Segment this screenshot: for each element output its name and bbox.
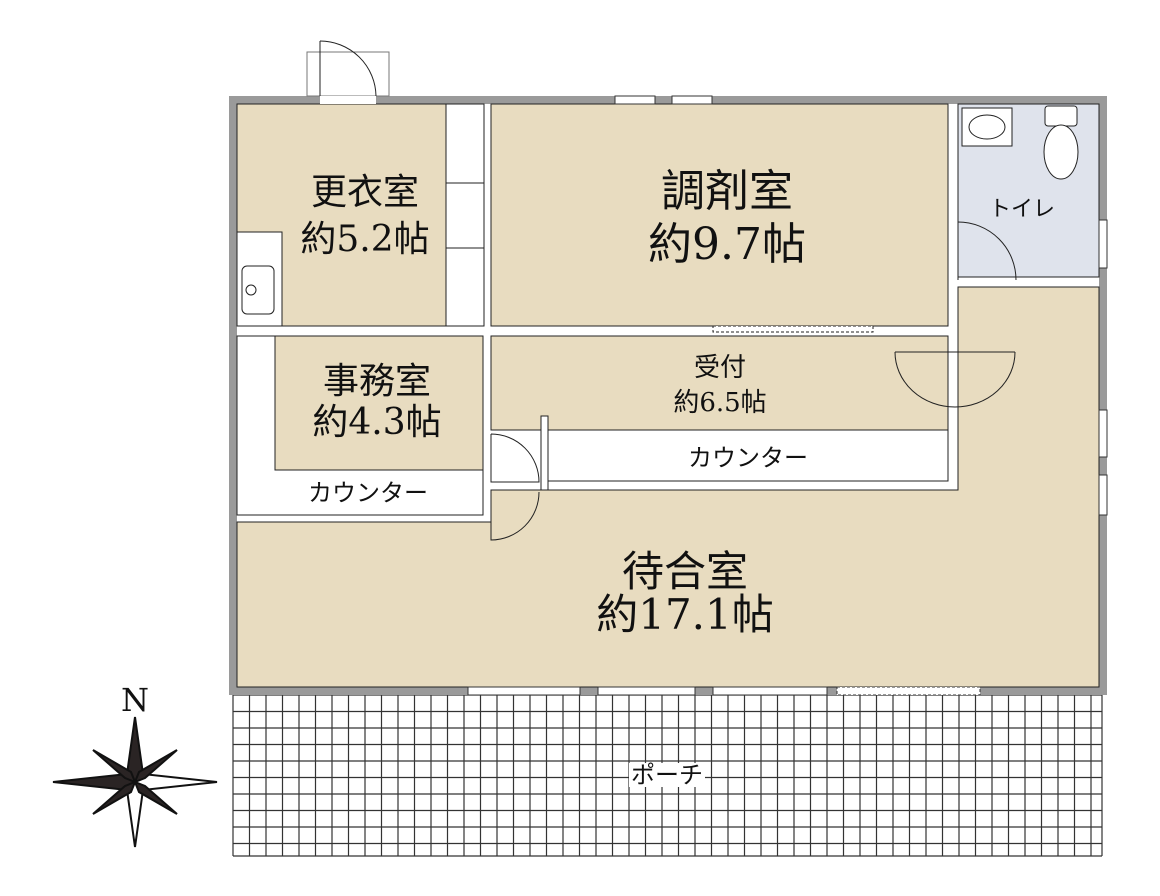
reception-counter [547, 429, 949, 482]
office-room [274, 335, 484, 471]
washbasin-icon [961, 107, 1013, 147]
reception-door [894, 351, 1016, 408]
toilet-icon [1043, 105, 1079, 180]
dispensary-room-size: 約9.7帖 [648, 219, 806, 270]
toilet-door [957, 221, 1017, 281]
dispensary-sliding-door [712, 325, 874, 333]
changing-room-name: 更衣室 [310, 172, 420, 213]
office-room-size: 約4.3帖 [312, 402, 442, 443]
office-room-name: 事務室 [322, 361, 432, 402]
windows [467, 95, 1108, 696]
porch-label: ポーチ [629, 761, 705, 789]
office-counter-label: カウンター [308, 479, 428, 507]
reception-room [490, 335, 949, 431]
office-door [490, 433, 540, 483]
toilet-room-name: トイレ [988, 197, 1056, 222]
reception-room-size: 約6.5帖 [673, 388, 767, 418]
reception-counter-label: カウンター [688, 444, 808, 472]
compass-rose-icon [52, 716, 218, 848]
sink-icon [241, 265, 275, 315]
changing-room-size: 約5.2帖 [300, 219, 430, 260]
closet [445, 103, 485, 327]
dispensary-room-name: 調剤室 [661, 166, 793, 217]
back-door [306, 40, 390, 104]
reception-room-name: 受付 [693, 353, 747, 383]
dispensary-room [490, 103, 949, 327]
waiting-room-name: 待合室 [621, 547, 749, 596]
compass-north-label: N [121, 681, 149, 719]
waiting-room-size: 約17.1帖 [596, 590, 774, 639]
waiting-door [490, 491, 540, 541]
